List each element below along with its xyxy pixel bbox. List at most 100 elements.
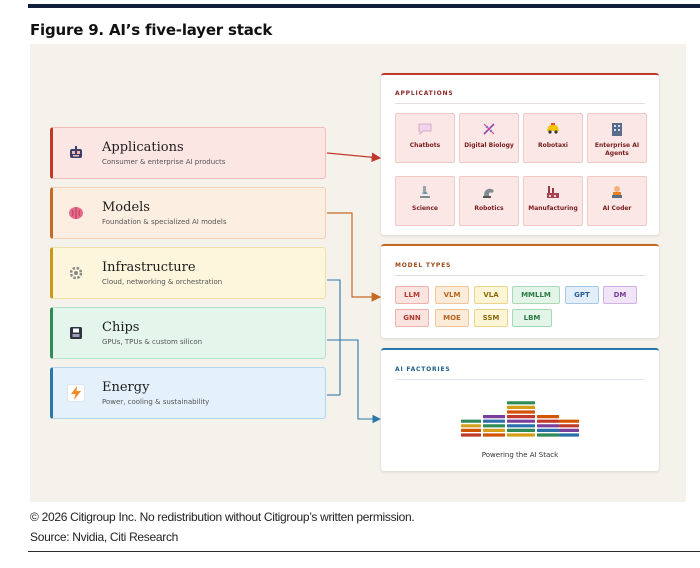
server-unit: [537, 419, 559, 423]
chips-connector: [327, 339, 382, 424]
app-label: Science: [412, 205, 438, 212]
dna-icon: [482, 122, 496, 136]
app-tile-ai-coder: AI Coder: [587, 176, 647, 226]
model-chip: VLA: [474, 286, 508, 304]
model-types-card: MODEL TYPES LLM VLM VLA MMLLM GPT DM GNN…: [381, 244, 659, 338]
layer-card-infrastructure: Infrastructure Cloud, networking & orche…: [50, 247, 326, 299]
layer-title: Models: [102, 199, 150, 215]
layer-title: Infrastructure: [102, 259, 196, 275]
layer-card-energy: Energy Power, cooling & sustainability: [50, 367, 326, 419]
source-note: Source: Nvidia, Citi Research: [30, 530, 179, 544]
model-types-header: MODEL TYPES: [395, 262, 452, 269]
model-types-divider: [395, 275, 645, 276]
app-label: AI Coder: [602, 205, 632, 212]
model-chip: DM: [603, 286, 637, 304]
server-unit: [461, 433, 481, 437]
brain-icon: [67, 204, 85, 222]
robot-icon: [67, 144, 85, 162]
server-unit: [537, 428, 559, 432]
gear-icon: [67, 264, 85, 282]
server-unit: [507, 415, 535, 419]
server-unit: [507, 401, 535, 405]
app-label: Robotics: [474, 205, 504, 212]
server-unit: [559, 428, 579, 432]
model-chip: MOE: [435, 309, 469, 327]
server-unit: [507, 433, 535, 437]
model-chip: LBM: [512, 309, 552, 327]
layer-card-models: Models Foundation & specialized AI model…: [50, 187, 326, 239]
copyright-note: © 2026 Citigroup Inc. No redistribution …: [30, 510, 415, 524]
app-tile-digital-biology: Digital Biology: [459, 113, 519, 163]
bottom-rule: [28, 551, 700, 552]
layer-subtitle: Foundation & specialized AI models: [102, 217, 227, 226]
ai-factories-caption: Powering the AI Stack: [481, 451, 559, 459]
layer-subtitle: GPUs, TPUs & custom silicon: [102, 337, 203, 346]
coder-icon: [610, 185, 624, 199]
model-chip: GPT: [565, 286, 599, 304]
server-unit: [507, 424, 535, 428]
app-tile-robotics: Robotics: [459, 176, 519, 226]
ai-factories-header: AI FACTORIES: [395, 366, 451, 373]
server-unit: [461, 419, 481, 423]
server-unit: [537, 424, 559, 428]
lightning-icon: [67, 384, 85, 402]
server-unit: [483, 415, 505, 419]
applications-header: APPLICATIONS: [395, 90, 454, 97]
app-tile-robotaxi: Robotaxi: [523, 113, 583, 163]
app-tile-science: Science: [395, 176, 455, 226]
applications-connector: [326, 152, 382, 162]
speech-bubble-icon: [418, 122, 432, 136]
server-unit: [461, 424, 481, 428]
server-unit: [483, 433, 505, 437]
layer-title: Applications: [102, 139, 184, 155]
layer-subtitle: Power, cooling & sustainability: [102, 397, 210, 406]
app-label: Digital Biology: [464, 142, 514, 149]
layer-title: Chips: [102, 319, 140, 335]
building-icon: [610, 122, 624, 136]
microscope-icon: [418, 185, 432, 199]
infrastructure-connector: [327, 279, 341, 395]
model-chip: MMLLM: [512, 286, 560, 304]
server-unit: [483, 428, 505, 432]
server-unit: [483, 424, 505, 428]
car-icon: [546, 122, 560, 136]
top-rule: [28, 4, 700, 8]
ai-factories-card: AI FACTORIES: [381, 348, 659, 471]
server-unit: [461, 428, 481, 432]
layer-title: Energy: [102, 379, 150, 395]
applications-card: APPLICATIONS Chatbots Digital Biology Ro…: [381, 73, 659, 235]
server-unit: [507, 405, 535, 409]
app-label: Robotaxi: [537, 142, 568, 149]
app-tile-enterprise-ai-agents: Enterprise AI Agents: [587, 113, 647, 163]
model-chip: SSM: [474, 309, 508, 327]
model-chip: LLM: [395, 286, 429, 304]
app-tile-chatbots: Chatbots: [395, 113, 455, 163]
models-connector: [327, 212, 382, 302]
app-label: Enterprise AI Agents: [594, 142, 640, 157]
server-unit: [559, 424, 579, 428]
model-chip: GNN: [395, 309, 429, 327]
app-label: Chatbots: [409, 142, 441, 149]
chip-icon: [67, 324, 85, 342]
layer-card-chips: Chips GPUs, TPUs & custom silicon: [50, 307, 326, 359]
app-label: Manufacturing: [528, 205, 578, 212]
layer-card-applications: Applications Consumer & enterprise AI pr…: [50, 127, 326, 179]
server-unit: [559, 433, 579, 437]
ai-factories-divider: [395, 379, 645, 380]
figure-title: Figure 9. AI’s five-layer stack: [30, 21, 273, 39]
app-tile-manufacturing: Manufacturing: [523, 176, 583, 226]
server-unit: [507, 419, 535, 423]
server-stack-graphic: [461, 401, 579, 437]
server-unit: [559, 419, 579, 423]
factory-icon: [546, 185, 560, 199]
server-unit: [537, 415, 559, 419]
applications-divider: [395, 103, 645, 104]
model-chip: VLM: [435, 286, 469, 304]
layer-subtitle: Consumer & enterprise AI products: [102, 157, 226, 166]
server-unit: [537, 433, 559, 437]
robot-arm-icon: [482, 185, 496, 199]
server-unit: [507, 428, 535, 432]
server-unit: [483, 419, 505, 423]
server-unit: [507, 410, 535, 414]
